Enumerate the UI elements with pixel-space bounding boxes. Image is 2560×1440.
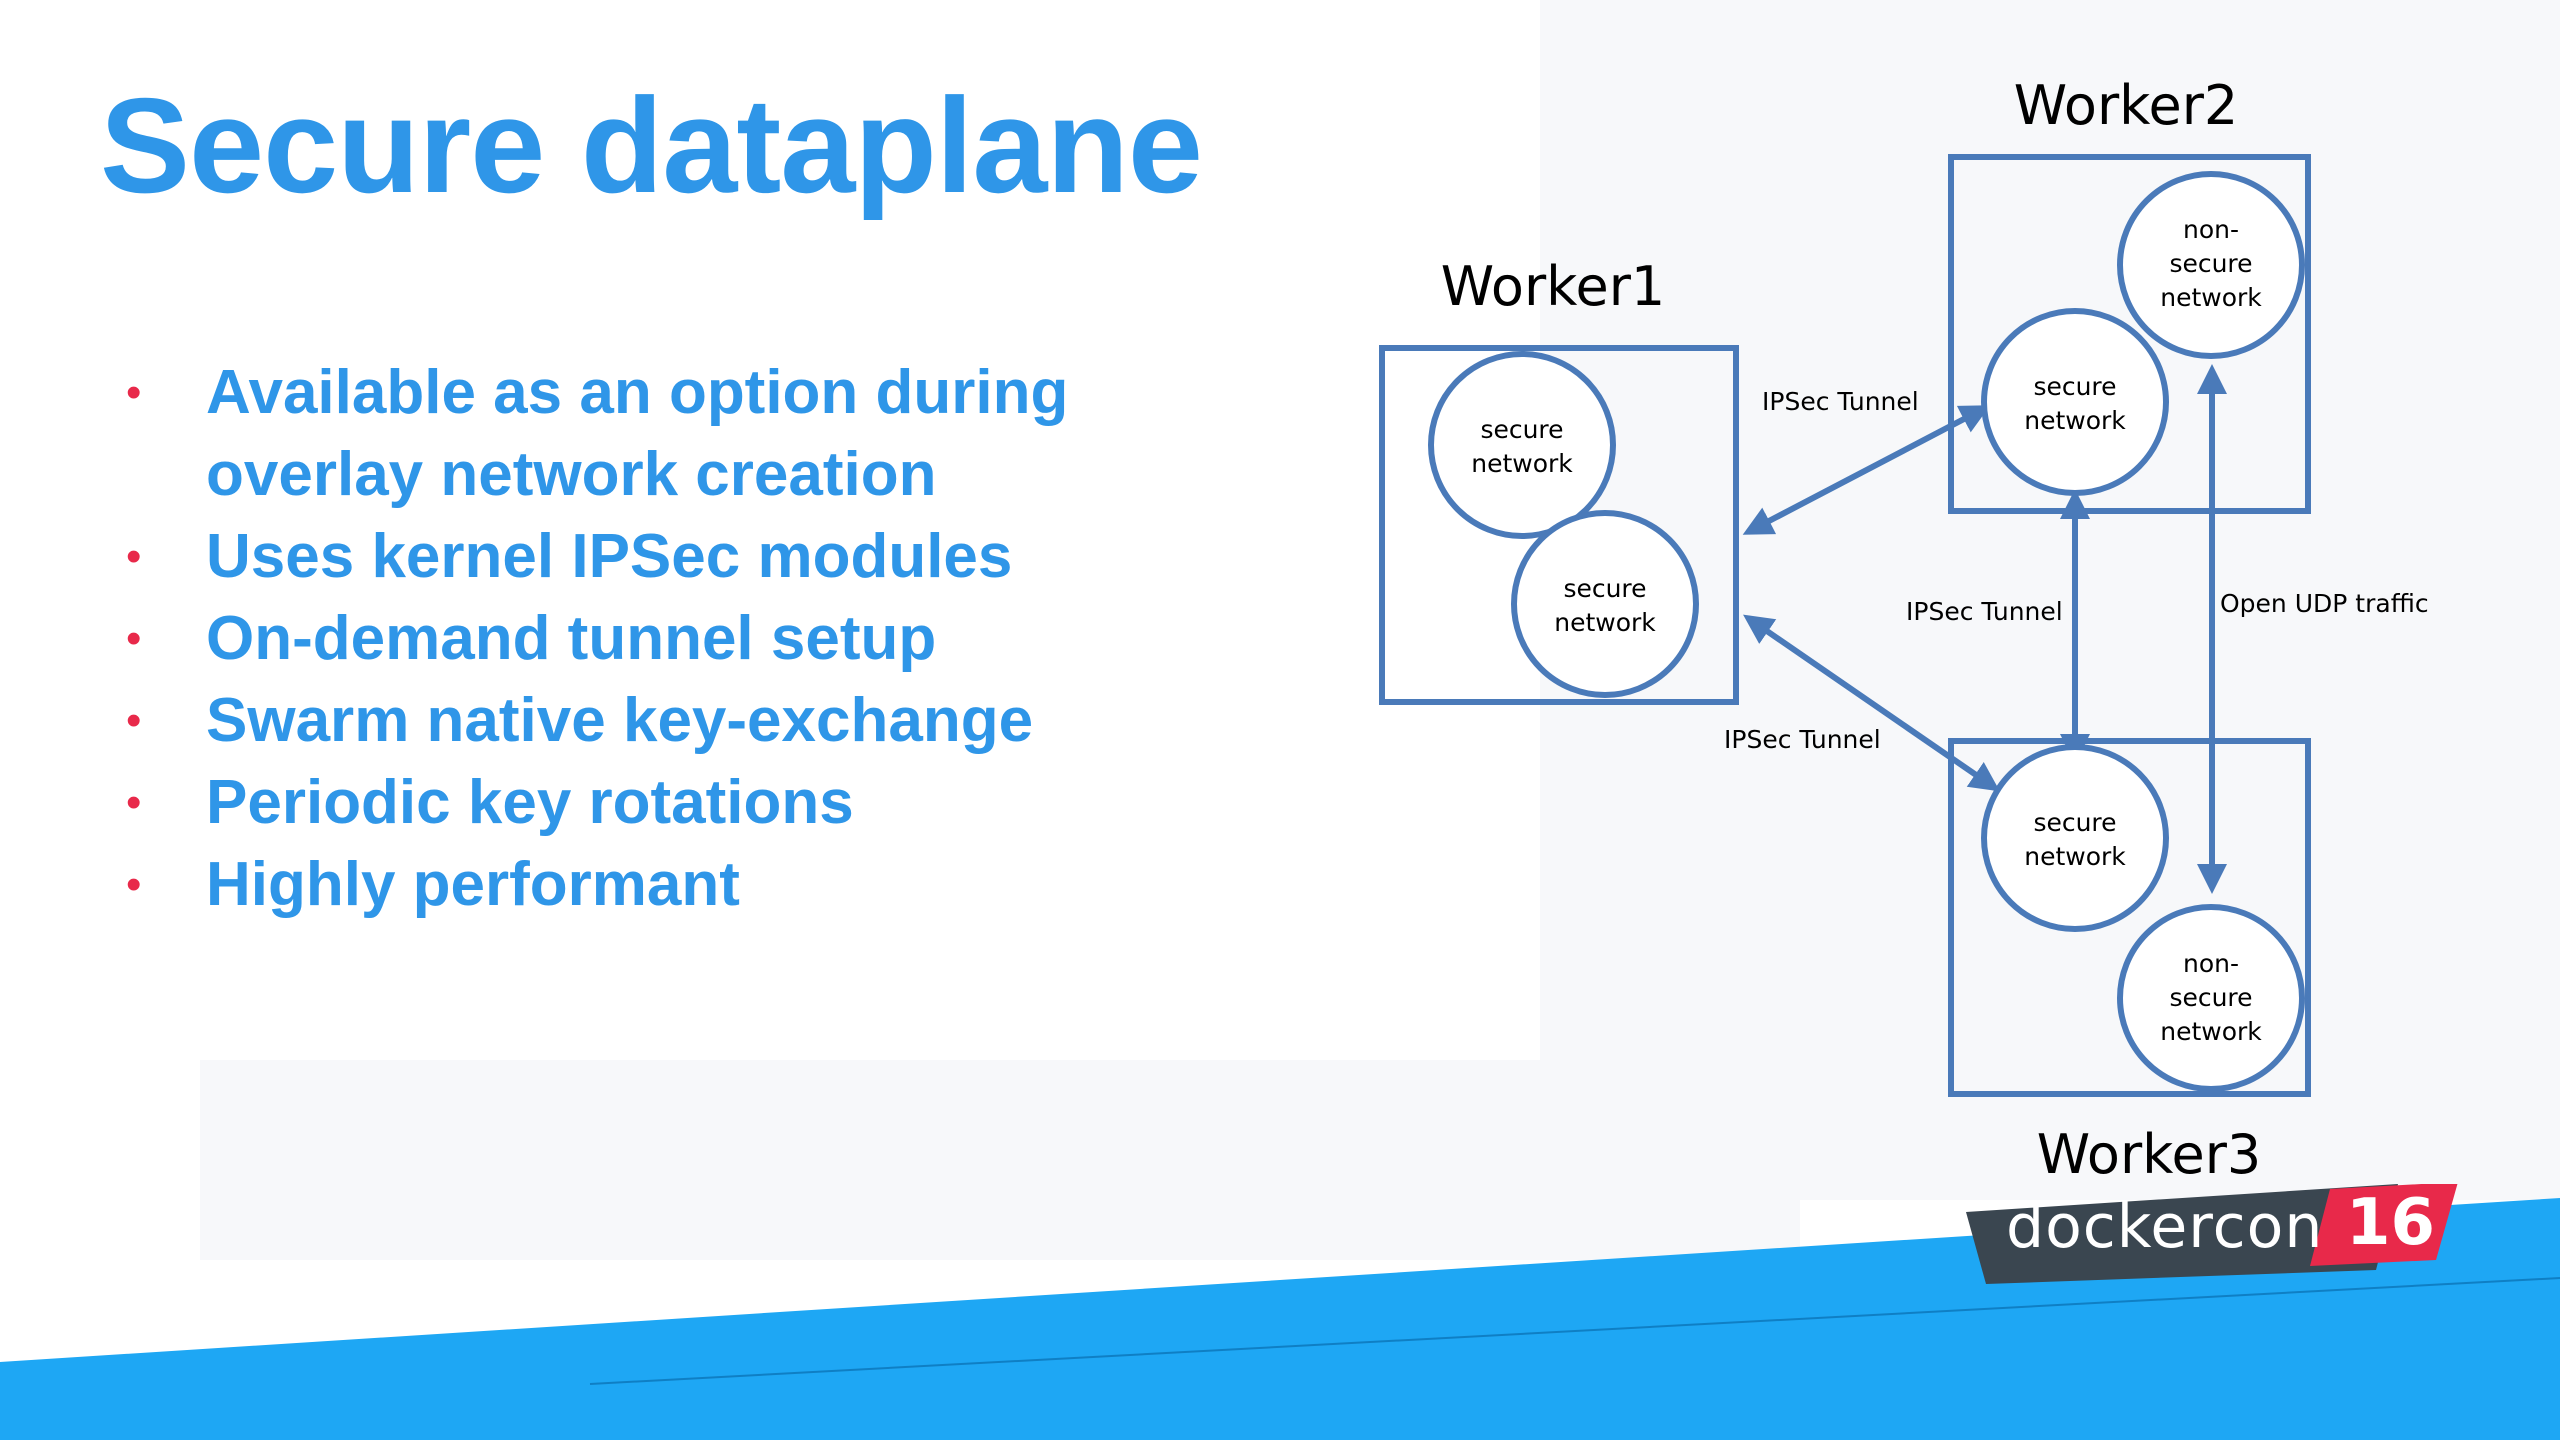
secure-network-node (1981, 308, 2169, 496)
node-label: secure (2169, 983, 2252, 1012)
bullet-dot-icon: • (126, 532, 142, 581)
non-secure-network-node (2117, 171, 2305, 359)
node-label: network (1554, 608, 1656, 637)
open-udp-traffic-label: Open UDP traffic (2220, 589, 2429, 618)
bullet-text: Available as an option during overlay ne… (206, 358, 1069, 509)
ipsec-tunnel-label: IPSec Tunnel (1906, 597, 2063, 626)
bullet-item: • Uses kernel IPSec modules (118, 516, 1218, 598)
secure-network-node (1981, 744, 2169, 932)
secure-network-node (1428, 351, 1616, 539)
bullet-text: Swarm native key-exchange (206, 686, 1034, 755)
node-label: secure (1480, 415, 1563, 444)
bullet-dot-icon: • (126, 860, 142, 909)
ipsec-tunnel-label: IPSec Tunnel (1762, 387, 1919, 416)
ipsec-tunnel-w1-w3-arrow (1743, 614, 2000, 792)
node-label: network (2160, 1017, 2262, 1046)
dockercon-logo: dockercon 16 (1958, 1184, 2458, 1284)
bullet-item: • Swarm native key-exchange (118, 680, 1218, 762)
node-label: network (2024, 406, 2126, 435)
node-label: secure (2033, 372, 2116, 401)
worker3-label: Worker3 (2037, 1123, 2262, 1186)
worker2-label: Worker2 (2014, 74, 2239, 137)
bullet-item: • Periodic key rotations (118, 762, 1218, 844)
background-panel (1540, 0, 2560, 1200)
secure-network-node (1511, 510, 1699, 698)
bullet-item: • Available as an option during overlay n… (118, 352, 1218, 516)
node-label: network (1471, 449, 1573, 478)
background-panel (200, 1060, 1800, 1260)
logo-year: 16 (2346, 1186, 2436, 1260)
worker1-label: Worker1 (1441, 255, 1666, 318)
bullet-list: • Available as an option during overlay n… (118, 352, 1218, 926)
node-label: secure (1563, 574, 1646, 603)
node-label: network (2160, 283, 2262, 312)
bullet-dot-icon: • (126, 614, 142, 663)
bullet-dot-icon: • (126, 696, 142, 745)
bullet-dot-icon: • (126, 368, 142, 417)
bullet-dot-icon: • (126, 778, 142, 827)
bullet-text: Uses kernel IPSec modules (206, 522, 1013, 591)
node-label: non- (2183, 215, 2239, 244)
logo-shape (1966, 1184, 2458, 1284)
bullet-text: Highly performant (206, 850, 740, 919)
bullet-text: On-demand tunnel setup (206, 604, 937, 673)
node-label: secure (2033, 808, 2116, 837)
bullet-item: • On-demand tunnel setup (118, 598, 1218, 680)
bullet-text: Periodic key rotations (206, 768, 854, 837)
worker2-box (1948, 154, 2311, 514)
slide-title: Secure dataplane (100, 70, 1203, 221)
bullet-item: • Highly performant (118, 844, 1218, 926)
worker1-box (1379, 345, 1739, 705)
worker3-box (1948, 738, 2311, 1097)
ipsec-tunnel-label: IPSec Tunnel (1724, 725, 1881, 754)
node-label: non- (2183, 949, 2239, 978)
node-label: network (2024, 842, 2126, 871)
logo-text: dockercon (2006, 1192, 2324, 1262)
ipsec-tunnel-w1-w2-arrow (1742, 405, 1991, 535)
node-label: secure (2169, 249, 2252, 278)
non-secure-network-node (2117, 904, 2305, 1092)
